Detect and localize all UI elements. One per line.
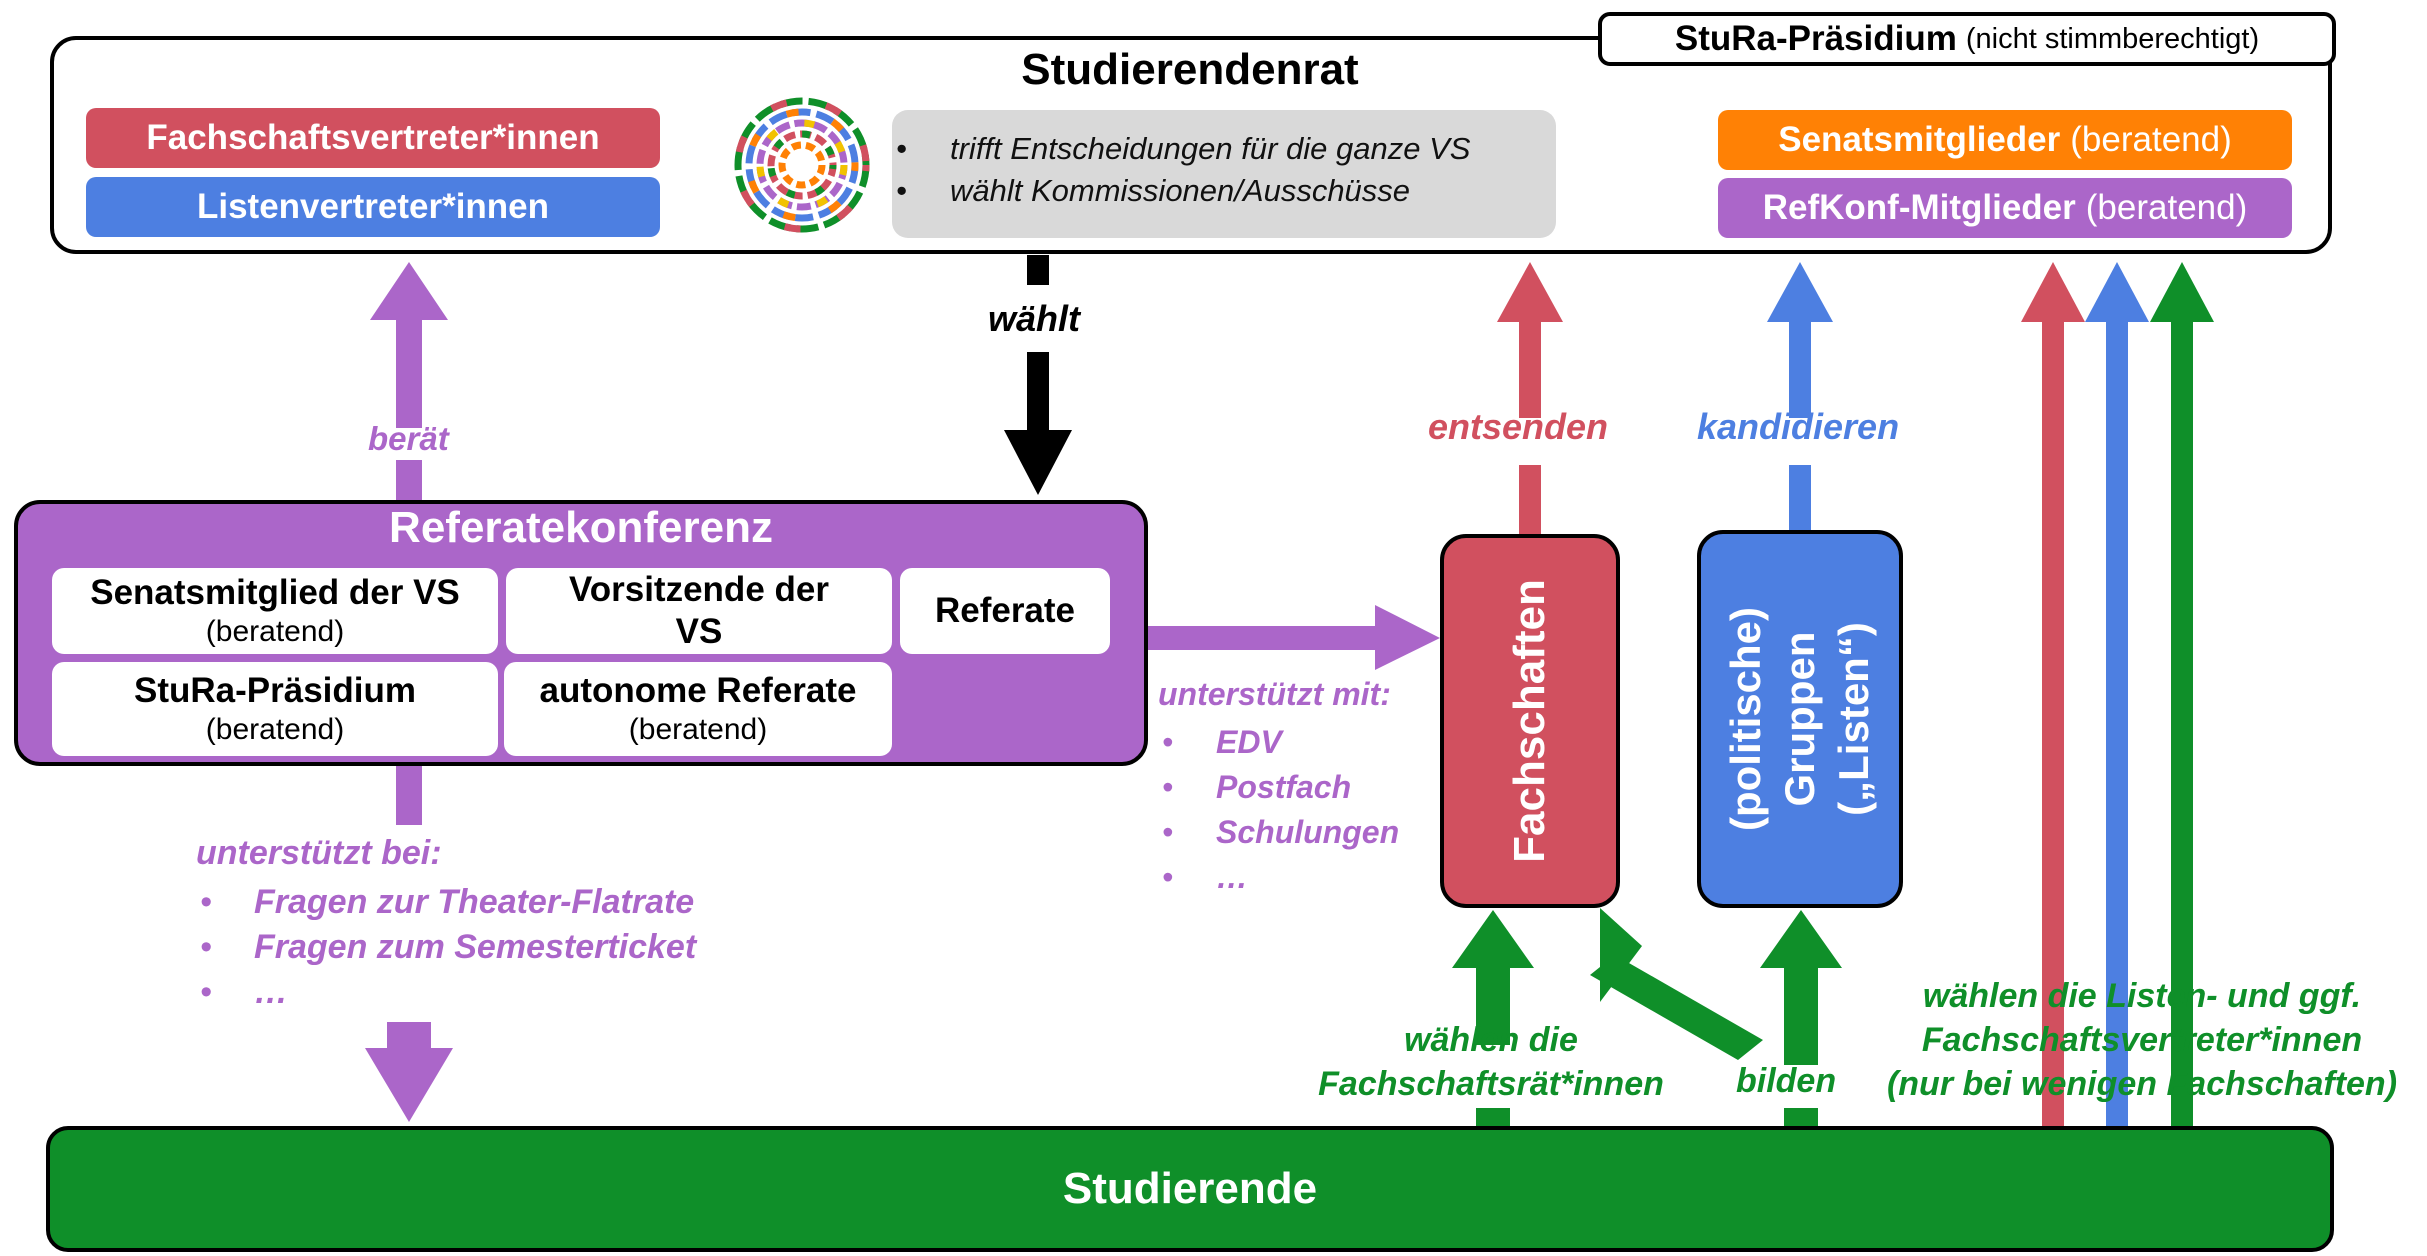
studierendenrat-title: Studierendenrat <box>1021 45 1359 94</box>
refkonf-mitglieder-label: RefKonf-Mitglieder <box>1762 188 2076 227</box>
gruppen-label-wrap: (politische) Gruppen („Listen“) <box>1697 530 1903 908</box>
waehlen-listen-line: Fachschaftsvertreter*innen <box>1921 1021 2363 1059</box>
unterstuetzt-mit-list: EDV Postfach Schulungen … <box>1158 720 1399 900</box>
fachschaften-label: Fachschaften <box>1505 579 1555 863</box>
waehlen-listen-line: wählen die Listen- und ggf. <box>1922 977 2362 1015</box>
entsenden-arrow <box>1497 262 1563 535</box>
unterstuetzt-mit-item: Postfach <box>1158 765 1399 810</box>
listenvertreter-pill: Listenvertreter*innen <box>86 177 660 237</box>
stura-seat-logo <box>734 97 870 233</box>
unterstuetzt-bei-item: Fragen zur Theater-Flatrate <box>196 880 696 925</box>
waehlen-fsr-line: Fachschaftsrät*innen <box>1318 1065 1664 1103</box>
bilden-arrow-fachschaften <box>1590 908 1763 1060</box>
stura-praesidium-note: (nicht stimmberechtigt) <box>1965 22 2260 55</box>
refkonf-member-label: StuRa-Präsidium <box>134 671 416 710</box>
waehlt-arrow <box>1004 255 1072 495</box>
waehlt-label: wählt <box>988 298 1081 339</box>
unterstuetzt-bei-item: … <box>196 970 696 1015</box>
beraet-label: berät <box>368 420 449 457</box>
waehlen-fsr-line: wählen die <box>1404 1021 1578 1059</box>
waehlen-listen-label: wählen die Listen- und ggf. Fachschaftsv… <box>1862 974 2422 1106</box>
unterstuetzt-mit-arrow <box>1148 605 1440 670</box>
kandidieren-label: kandidieren <box>1697 406 1900 447</box>
beraet-arrow <box>370 262 448 500</box>
unterstuetzt-mit-item: … <box>1158 855 1399 900</box>
waehlen-listen-line: (nur bei wenigen Fachschaften) <box>1886 1065 2398 1103</box>
stura-praesidium-label: StuRa-Präsidium <box>1674 19 1957 58</box>
refkonf-mitglieder-note: (beratend) <box>2085 188 2248 227</box>
unterstuetzt-mit-item: Schulungen <box>1158 810 1399 855</box>
senatsmitglieder-note: (beratend) <box>2070 120 2232 159</box>
studierende-box: Studierende <box>46 1126 2334 1252</box>
unterstuetzt-mit-heading: unterstützt mit: <box>1158 676 1391 712</box>
unterstuetzt-bei-list: Fragen zur Theater-Flatrate Fragen zum S… <box>196 880 696 1015</box>
studierende-label: Studierende <box>1062 1164 1318 1213</box>
refkonf-mitglieder-pill: RefKonf-Mitglieder (beratend) <box>1718 178 2292 238</box>
refkonf-member-label: Vorsitzende der VS <box>569 570 829 651</box>
referatekonferenz-title: Referatekonferenz <box>389 503 773 552</box>
refkonf-member-vorsitzende: Vorsitzende der VS <box>506 568 892 654</box>
fachschaften-label-wrap: Fachschaften <box>1440 534 1620 908</box>
refkonf-member-note: (beratend) <box>205 713 345 746</box>
stura-task: wählt Kommissionen/Ausschüsse <box>892 170 1556 212</box>
kandidieren-arrow <box>1767 262 1833 535</box>
waehlen-fsr-label: wählen die Fachschaftsrät*innen <box>1296 1018 1686 1106</box>
bilden-label: bilden <box>1736 1062 1837 1100</box>
refkonf-member-label: Referate <box>934 591 1076 630</box>
vote-arrow-blue <box>2085 262 2149 1128</box>
gruppen-label: (politische) Gruppen („Listen“) <box>1722 606 1878 832</box>
vote-arrow-green <box>2150 262 2214 1128</box>
unterstuetzt-bei-heading: unterstützt bei: <box>196 834 442 872</box>
fachschaftsvertreter-pill: Fachschaftsvertreter*innen <box>86 108 660 168</box>
refkonf-member-label: autonome Referate <box>539 671 857 710</box>
bilden-arrow-gruppen <box>1760 910 1842 1130</box>
refkonf-member-praesidium: StuRa-Präsidium (beratend) <box>52 662 498 756</box>
fachschaften-box <box>1440 534 1620 908</box>
refkonf-member-senatsmitglied: Senatsmitglied der VS (beratend) <box>52 568 498 654</box>
unterstuetzt-mit-item: EDV <box>1158 720 1399 765</box>
waehlen-fsr-arrow <box>1452 910 1534 1130</box>
stura-task: trifft Entscheidungen für die ganze VS <box>892 128 1556 170</box>
gruppen-box <box>1697 530 1903 908</box>
entsenden-label: entsenden <box>1428 406 1609 447</box>
refkonf-member-note: (beratend) <box>205 615 345 648</box>
refkonf-member-label: Senatsmitglied der VS <box>90 573 460 612</box>
refkonf-member-referate: Referate <box>900 568 1110 654</box>
refkonf-member-autonome-referate: autonome Referate (beratend) <box>504 662 892 756</box>
unterstuetzt-bei-arrow <box>365 765 453 1122</box>
senatsmitglieder-pill: Senatsmitglieder (beratend) <box>1718 110 2292 170</box>
senatsmitglieder-label: Senatsmitglieder <box>1778 120 2061 159</box>
vote-arrow-red <box>2021 262 2085 1128</box>
stura-tasks-box: trifft Entscheidungen für die ganze VS w… <box>892 110 1556 238</box>
unterstuetzt-bei-item: Fragen zum Semesterticket <box>196 925 696 970</box>
stura-praesidium-tab: StuRa-Präsidium (nicht stimmberechtigt) <box>1598 12 2336 66</box>
refkonf-member-note: (beratend) <box>628 713 768 746</box>
